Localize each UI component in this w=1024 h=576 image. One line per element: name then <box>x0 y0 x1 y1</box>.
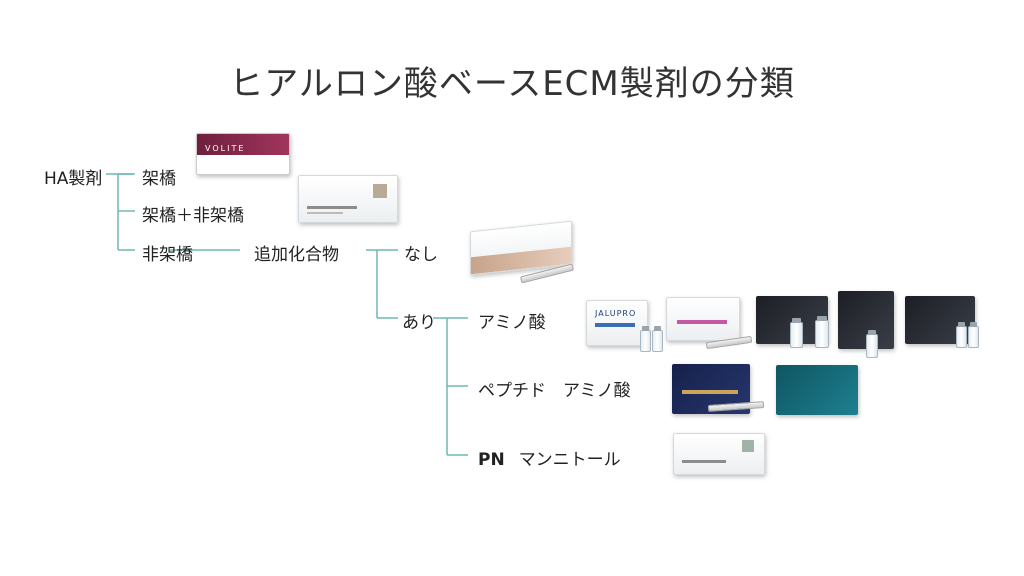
vial-icon <box>968 322 979 348</box>
node-crosslinked: 架橋 <box>142 169 176 189</box>
node-additive-compound: 追加化合物 <box>254 245 339 265</box>
product-box-image: JALUPRO <box>586 300 648 346</box>
vial-icon <box>956 322 967 348</box>
product-box-image <box>666 297 740 341</box>
vial-icon <box>640 326 651 352</box>
node-pn-mannitol: PN マンニトール <box>478 445 621 470</box>
product-box-image <box>776 365 858 415</box>
node-none: なし <box>404 245 438 265</box>
vial-icon <box>790 318 803 348</box>
vial-icon <box>815 316 829 348</box>
volite-brand: VOLITE <box>205 144 246 153</box>
slide-title: ヒアルロン酸ベースECM製剤の分類 <box>229 64 795 104</box>
vial-icon <box>652 326 663 352</box>
node-peptide-amino-acid: ペプチド アミノ酸 <box>478 381 631 401</box>
pn-label: PN <box>478 450 505 470</box>
product-box-image <box>298 175 398 223</box>
logo-icon <box>373 184 387 198</box>
node-amino-acid: アミノ酸 <box>478 313 546 333</box>
vial-icon <box>866 330 878 358</box>
product-box-image: VOLITE <box>196 133 290 175</box>
mannitol-label: マンニトール <box>518 450 621 470</box>
node-non-crosslinked: 非架橋 <box>142 245 193 265</box>
node-crosslinked-and-non: 架橋＋非架橋 <box>142 206 244 226</box>
jalupro-brand: JALUPRO <box>595 309 637 318</box>
node-ha-product: HA製剤 <box>44 169 103 189</box>
product-box-image <box>673 433 765 475</box>
node-present: あり <box>402 313 436 333</box>
logo-icon <box>742 440 754 452</box>
